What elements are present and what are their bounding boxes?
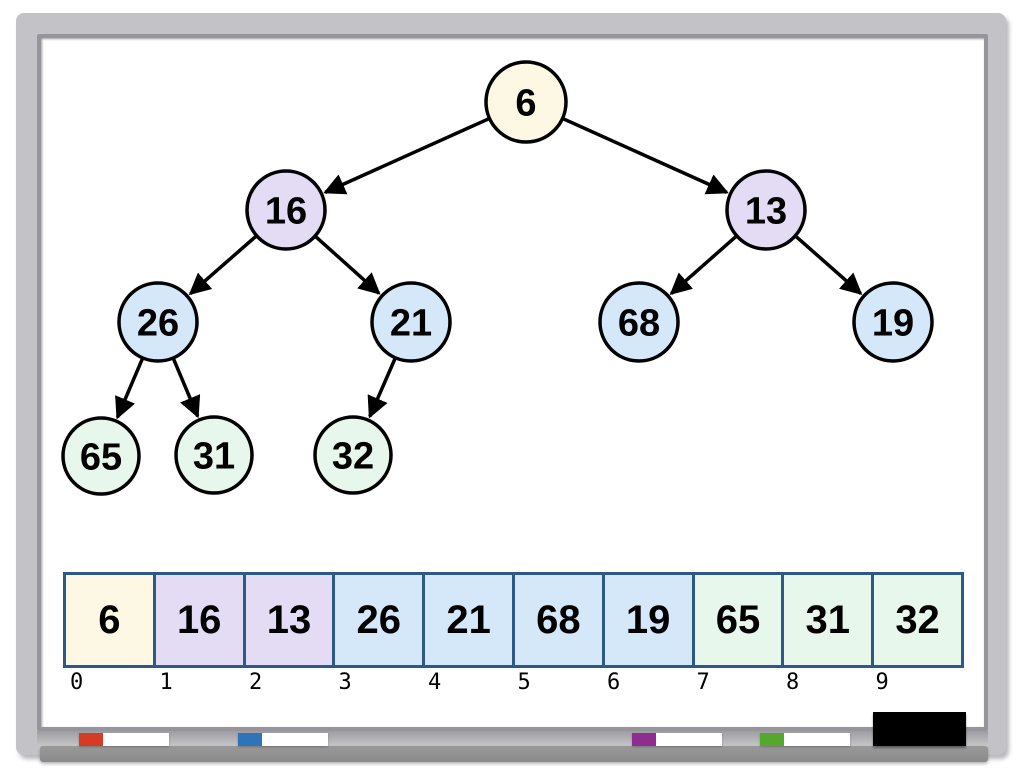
- node-circle: [245, 169, 327, 251]
- array-cell-3: 26: [332, 575, 423, 665]
- tree-node-21: 21: [370, 281, 452, 363]
- tree-edges: [115, 116, 863, 420]
- heap-array: 6 16 13 26 21 68 19 65 31 32: [63, 572, 964, 668]
- tree-edge-26-31: [171, 357, 201, 419]
- blue-marker-tip: [238, 733, 262, 746]
- node-circle: [484, 60, 568, 144]
- array-cell-value: 19: [625, 597, 671, 642]
- marker-tray: [40, 746, 988, 762]
- array-index-9: 9: [875, 670, 889, 695]
- purple-marker: [632, 733, 722, 746]
- node-circle: [725, 169, 807, 251]
- tree-node-16: 16: [245, 169, 327, 251]
- node-value: 19: [872, 303, 914, 345]
- tree-edge-16-21: [313, 234, 381, 295]
- array-cell-value: 6: [98, 597, 121, 642]
- array-cell-value: 31: [805, 597, 851, 642]
- tree-node-26: 26: [117, 281, 199, 363]
- node-circle: [174, 415, 254, 495]
- node-circle: [61, 416, 141, 496]
- tree-node-19: 19: [852, 281, 934, 363]
- purple-marker-tip: [632, 733, 656, 746]
- array-cell-2: 13: [242, 575, 333, 665]
- green-marker: [760, 733, 850, 746]
- tree-edge-6-13: [561, 116, 729, 195]
- array-cell-value: 65: [715, 597, 761, 642]
- array-index-0: 0: [70, 670, 84, 695]
- node-value: 68: [618, 303, 660, 345]
- purple-marker-body: [656, 733, 722, 746]
- tree-node-68: 68: [598, 281, 680, 363]
- blue-marker: [238, 733, 328, 746]
- tree-node-31: 31: [174, 415, 254, 495]
- array-index-2: 2: [249, 670, 263, 695]
- array-cell-8: 31: [781, 575, 872, 665]
- red-marker-body: [103, 733, 169, 746]
- array-index-5: 5: [517, 670, 531, 695]
- tree-node-32: 32: [313, 415, 393, 495]
- red-marker-tip: [79, 733, 103, 746]
- array-index-7: 7: [696, 670, 710, 695]
- array-index-1: 1: [159, 670, 173, 695]
- array-cell-1: 16: [152, 575, 243, 665]
- array-cell-value: 68: [536, 597, 581, 642]
- node-circle: [313, 415, 393, 495]
- array-cell-4: 21: [422, 575, 512, 665]
- array-cell-value: 21: [446, 597, 491, 642]
- array-cell-value: 13: [266, 597, 312, 642]
- node-value: 21: [390, 303, 432, 345]
- node-value: 65: [80, 437, 122, 479]
- node-value: 32: [332, 436, 374, 478]
- green-marker-tip: [760, 733, 784, 746]
- array-cell-5: 68: [511, 575, 602, 665]
- tree-edge-6-16: [323, 116, 491, 195]
- tree-edge-16-26: [188, 234, 258, 296]
- array-cell-value: 26: [356, 597, 402, 642]
- node-value: 6: [515, 83, 536, 125]
- node-value: 13: [745, 191, 787, 233]
- eraser: [873, 712, 966, 746]
- node-value: 26: [137, 303, 179, 345]
- node-circle: [598, 281, 680, 363]
- tree-edge-13-68: [669, 234, 738, 295]
- blue-marker-body: [262, 733, 328, 746]
- tree-node-65: 65: [61, 416, 141, 496]
- tree-edge-26-65: [115, 357, 145, 420]
- array-cell-9: 32: [871, 575, 961, 665]
- array-index-row: 0 1 2 3 4 5 6 7 8 9: [63, 670, 964, 696]
- node-circle: [117, 281, 199, 363]
- array-cell-value: 32: [895, 597, 940, 642]
- array-index-8: 8: [786, 670, 800, 695]
- tree-edge-13-19: [794, 234, 863, 295]
- tree-node-13: 13: [725, 169, 807, 251]
- array-cell-7: 65: [691, 575, 782, 665]
- array-cell-6: 19: [601, 575, 692, 665]
- node-value: 16: [265, 191, 307, 233]
- tree-node-6: 6: [484, 60, 568, 144]
- node-circle: [370, 281, 452, 363]
- node-circle: [852, 281, 934, 363]
- tree-nodes: 6 16 13 26 21 68 19 65 31 32: [61, 60, 934, 496]
- green-marker-body: [784, 733, 850, 746]
- array-cell-0: 6: [66, 575, 153, 665]
- array-index-4: 4: [428, 670, 442, 695]
- array-cell-value: 16: [176, 597, 222, 642]
- red-marker: [79, 733, 169, 746]
- tree-edge-21-32: [367, 357, 398, 419]
- array-index-6: 6: [607, 670, 621, 695]
- node-value: 31: [193, 436, 235, 478]
- array-index-3: 3: [338, 670, 352, 695]
